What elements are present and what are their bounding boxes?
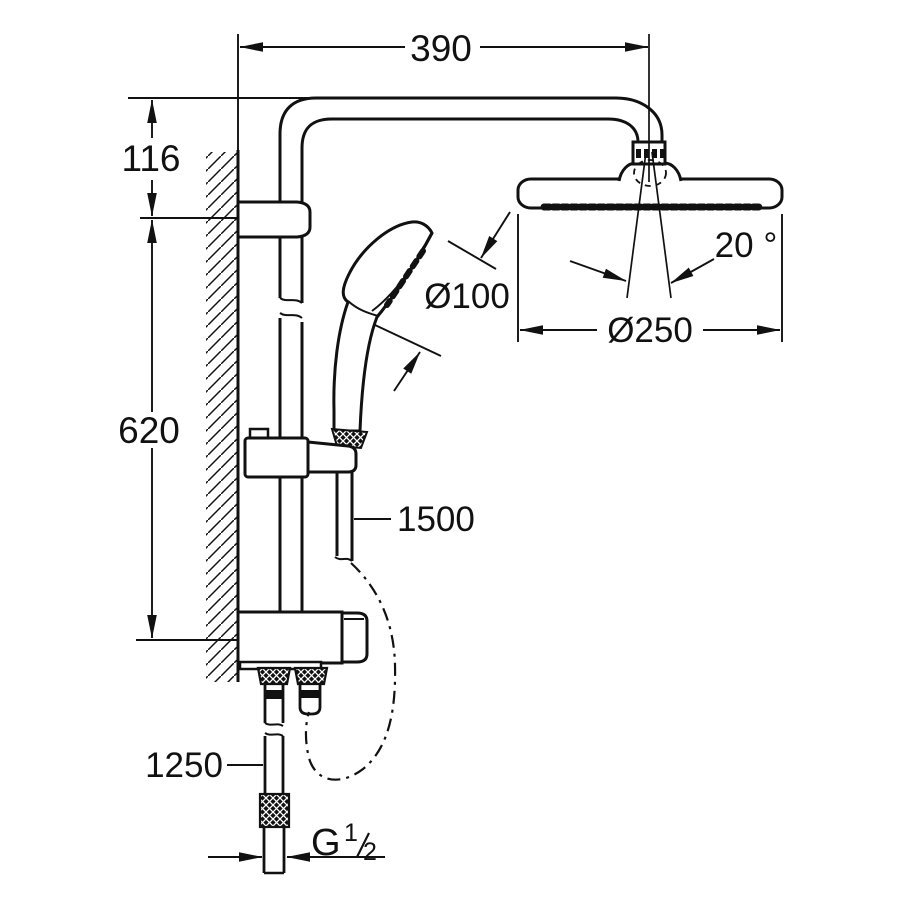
hand-shower-hose-dashed-loop <box>304 562 397 781</box>
hand-shower-nozzles <box>384 248 426 308</box>
supply-hose-break-upper <box>264 722 284 727</box>
ball-joint-hidden-circle <box>633 159 667 187</box>
ext-tick-handshower-top <box>447 240 497 270</box>
label-head-shower-diameter: Ø250 <box>607 311 693 350</box>
label-spray-angle: 20 ° <box>715 226 778 265</box>
hose-outlet-tube <box>298 684 322 716</box>
label-thread-size: G 1 2 <box>311 819 377 866</box>
arm-inner-contour <box>300 117 640 303</box>
diverter-valve <box>236 610 369 686</box>
shower-hose-solid <box>334 472 354 562</box>
dim-100-upper <box>480 211 511 259</box>
wall-section <box>206 150 240 682</box>
valve-body <box>236 610 344 665</box>
hand-shower <box>332 220 434 433</box>
supply-connection-nut <box>256 666 292 686</box>
label-rail-span: 620 <box>118 410 180 451</box>
head-shower <box>516 34 784 299</box>
leader-angle-left <box>569 260 627 282</box>
head-shower-nut-segments <box>636 149 665 158</box>
dimension-lines <box>128 34 783 862</box>
dimension-labels: 390 116 620 Ø100 20 ° Ø250 1500 1250 G 1… <box>118 28 777 866</box>
label-arm-reach: 390 <box>410 28 472 69</box>
rail-slider-block <box>243 436 310 479</box>
label-head-offset: 116 <box>122 138 181 179</box>
hose-break-mark <box>334 556 353 562</box>
diverter-knob <box>340 611 369 664</box>
label-thread-letter: G <box>311 822 341 864</box>
wall-bracket <box>236 200 312 239</box>
wall-hatching <box>206 152 238 682</box>
label-thread-denominator: 2 <box>363 838 377 866</box>
arm-outer-contour <box>278 96 664 298</box>
hand-shower-body <box>332 220 434 433</box>
ext-tick-handshower-bottom <box>374 324 442 357</box>
spray-cone-left-line <box>626 151 647 299</box>
supply-hose-break-lower <box>264 732 284 737</box>
label-shower-hose-length: 1500 <box>397 500 475 539</box>
label-supply-hose-length: 1250 <box>145 746 223 785</box>
hose-connection-nut <box>293 666 329 686</box>
hose-outlet-band <box>301 690 319 698</box>
rail-break-lower <box>279 312 303 319</box>
supply-hose-band <box>266 690 282 699</box>
supply-hose-coupling <box>258 792 291 829</box>
holder-cone-cup <box>306 440 358 474</box>
thread-fraction-slash <box>356 832 370 858</box>
rail-break-upper <box>279 297 303 304</box>
label-hand-shower-diameter: Ø100 <box>424 277 510 316</box>
hand-shower-joint-line <box>347 300 379 317</box>
supply-hose <box>258 684 291 875</box>
dim-100-lower <box>393 351 421 392</box>
label-thread-numerator: 1 <box>344 819 358 847</box>
spray-cone-right-line <box>651 151 672 299</box>
leader-angle-right <box>670 258 715 284</box>
hand-shower-hose-nut <box>330 427 369 450</box>
